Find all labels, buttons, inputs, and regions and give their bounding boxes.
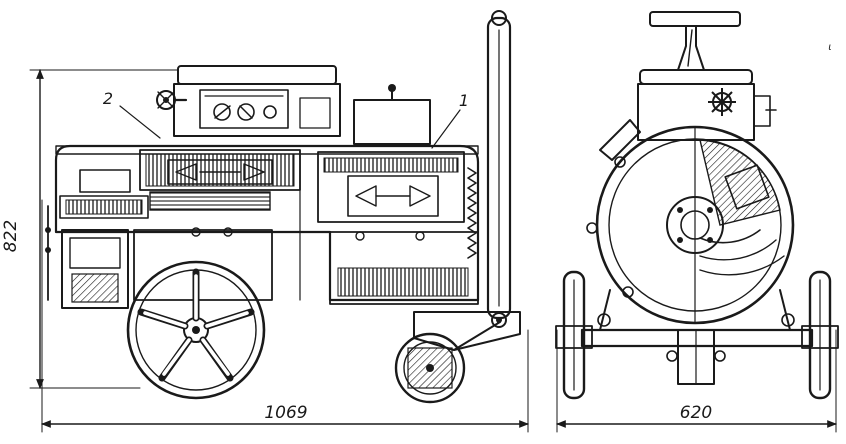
callout-leaders xyxy=(119,105,461,149)
width-dimension-label: 620 xyxy=(680,403,712,423)
hand-wheel-knob xyxy=(156,90,188,110)
front-view xyxy=(555,11,839,433)
terminal-box xyxy=(353,84,431,145)
rear-wheel xyxy=(126,260,266,400)
tow-bar xyxy=(486,10,512,328)
side-view xyxy=(29,10,529,433)
callout-label-1: 1 xyxy=(459,91,469,110)
front-axle-frame xyxy=(580,289,814,385)
front-left-wheel xyxy=(555,270,593,400)
length-dimension-line xyxy=(41,199,529,433)
front-right-wheel xyxy=(801,270,839,400)
top-handle xyxy=(649,11,741,71)
width-dimension-line xyxy=(556,329,837,433)
main-housing xyxy=(45,144,480,309)
stray-mark: ι xyxy=(828,42,831,53)
callout-label-2: 2 xyxy=(103,89,113,108)
length-dimension-label: 1069 xyxy=(264,403,307,423)
control-box xyxy=(173,65,341,137)
height-dimension-line xyxy=(29,69,179,389)
front-top-housing xyxy=(637,69,777,141)
height-dimension-label: 822 xyxy=(1,220,21,252)
front-round-body xyxy=(586,119,795,325)
front-caster-wheel xyxy=(394,311,521,404)
